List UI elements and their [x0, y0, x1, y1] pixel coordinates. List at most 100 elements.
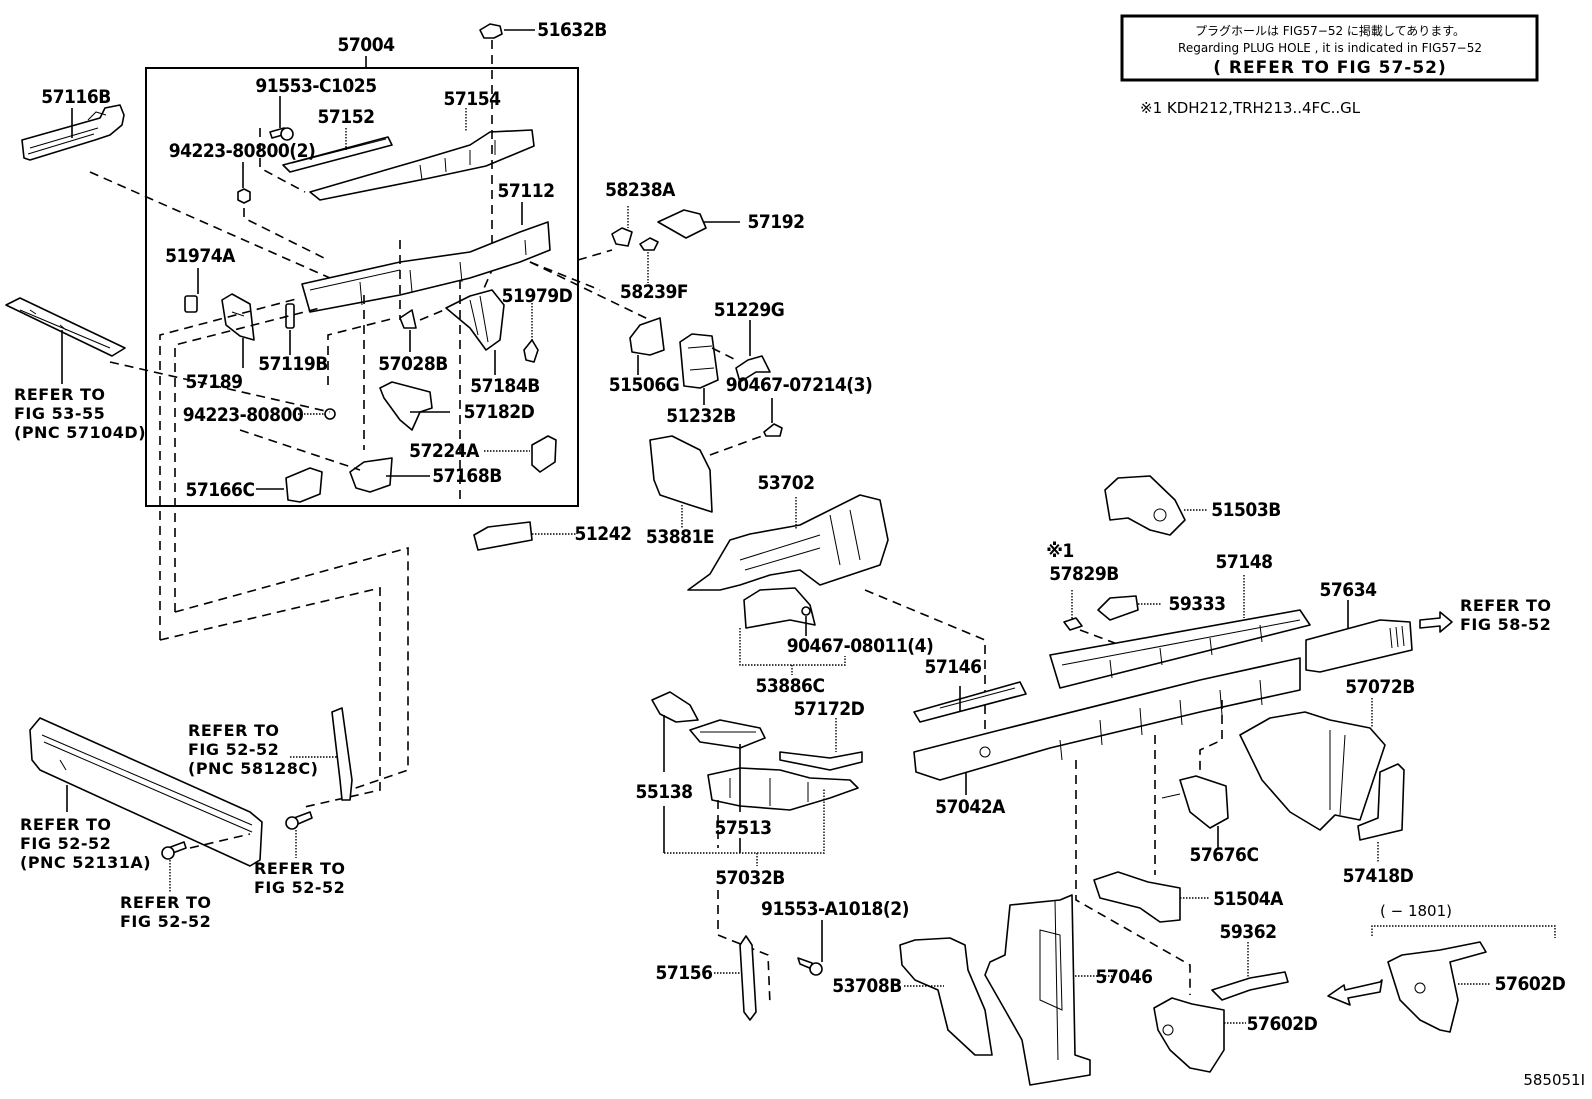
bolt-ref-a[interactable]	[285, 811, 313, 830]
label-57156[interactable]: 57156	[656, 962, 713, 984]
label-57192[interactable]: 57192	[748, 211, 805, 233]
label-57172D[interactable]: 57172D	[794, 698, 865, 720]
label-94223-80800-2[interactable]: 94223-80800(2)	[169, 140, 316, 162]
svg-text:(PNC 52131A)[interactable]: (PNC 52131A)	[20, 853, 151, 872]
svg-text:(PNC 57104D)[interactable]: (PNC 57104D)	[14, 423, 146, 442]
notice-ref[interactable]: ( REFER TO FIG 57-52)	[1213, 58, 1447, 78]
part-57152[interactable]	[282, 136, 393, 173]
svg-text:FIG 53-55[interactable]: FIG 53-55	[14, 404, 105, 423]
label-57004[interactable]: 57004	[338, 34, 396, 56]
label-51979D[interactable]: 51979D	[502, 285, 573, 307]
label-57602D-lower[interactable]: 57602D	[1247, 1013, 1318, 1035]
label-57168B[interactable]: 57168B	[432, 465, 502, 487]
label-58238A[interactable]: 58238A	[605, 179, 676, 201]
part-57028B[interactable]	[399, 309, 417, 329]
part-57676C[interactable]	[1161, 775, 1229, 829]
part-57602D-lower[interactable]	[1153, 997, 1225, 1073]
label-53708B[interactable]: 53708B	[832, 975, 902, 997]
part-53881E[interactable]	[649, 435, 713, 513]
part-57189[interactable]	[221, 293, 255, 341]
label-57166C[interactable]: 57166C	[185, 479, 255, 501]
label-91553-A1018-2[interactable]: 91553-A1018(2)	[761, 898, 909, 920]
svg-text:FIG 52-52[interactable]: FIG 52-52	[254, 878, 345, 897]
label-51232B[interactable]: 51232B	[666, 405, 736, 427]
part-57032B-frame[interactable]	[707, 767, 859, 811]
reference-fig-58-52[interactable]: REFER TO FIG 58-52	[1460, 596, 1552, 634]
label-57182D[interactable]: 57182D	[464, 401, 535, 423]
part-57148[interactable]	[1049, 609, 1311, 689]
label-57418D[interactable]: 57418D	[1343, 865, 1414, 887]
part-57166C[interactable]	[285, 467, 323, 503]
label-59333[interactable]: 59333	[1169, 593, 1226, 615]
label-57028B[interactable]: 57028B	[378, 353, 448, 375]
svg-text:FIG 52-52[interactable]: FIG 52-52	[188, 740, 279, 759]
label-57148[interactable]: 57148	[1216, 551, 1273, 573]
part-51506G[interactable]	[629, 317, 665, 356]
part-58238A[interactable]	[611, 227, 633, 247]
part-57184B[interactable]	[445, 289, 505, 351]
label-51242[interactable]: 51242	[575, 523, 632, 545]
label-55138[interactable]: 55138	[636, 781, 693, 803]
reference-fig-52-52-bolt-a[interactable]: REFER TO FIG 52-52	[254, 859, 346, 897]
part-57146[interactable]	[913, 681, 1027, 723]
svg-text:REFER TO[interactable]: REFER TO	[254, 859, 346, 878]
svg-text:REFER TO[interactable]: REFER TO	[1460, 596, 1552, 615]
label-57634[interactable]: 57634	[1320, 579, 1378, 601]
part-51229G[interactable]	[735, 355, 771, 383]
label-51229G[interactable]: 51229G	[714, 299, 785, 321]
label-53702[interactable]: 53702	[758, 472, 815, 494]
part-58239F[interactable]	[639, 237, 659, 251]
part-94223-80800-nut[interactable]	[237, 188, 251, 204]
part-90467-08011-clip[interactable]	[801, 606, 811, 616]
part-57172D[interactable]	[779, 751, 863, 771]
label-57032B[interactable]: 57032B	[715, 867, 785, 889]
part-51974A[interactable]	[184, 295, 198, 313]
svg-text:REFER TO[interactable]: REFER TO	[120, 893, 212, 912]
part-57182D[interactable]	[379, 381, 433, 431]
svg-text:(PNC 58128C)[interactable]: (PNC 58128C)	[188, 759, 318, 778]
reference-fig-52-52-bolt-b[interactable]: REFER TO FIG 52-52	[120, 893, 212, 931]
reference-fig-52-52-pnc-58128c[interactable]: REFER TO FIG 52-52 (PNC 58128C)	[188, 721, 318, 778]
reference-fig-53-55[interactable]: REFER TO FIG 53-55 (PNC 57104D)	[14, 385, 146, 442]
svg-text:FIG 52-52[interactable]: FIG 52-52	[20, 834, 111, 853]
label-53886C[interactable]: 53886C	[755, 675, 825, 697]
label-57116B[interactable]: 57116B	[41, 86, 111, 108]
part-57513[interactable]	[689, 719, 766, 749]
label-57146[interactable]: 57146	[925, 656, 982, 678]
part-57046[interactable]	[984, 894, 1091, 1086]
part-53702[interactable]	[687, 494, 889, 591]
part-57116B[interactable]	[21, 104, 125, 161]
svg-text:REFER TO[interactable]: REFER TO	[20, 815, 112, 834]
svg-text:REFER TO[interactable]: REFER TO	[14, 385, 106, 404]
label-90467-08011-4[interactable]: 90467-08011(4)	[787, 635, 934, 657]
part-57602D-upper[interactable]	[1387, 941, 1487, 1033]
label-51503B[interactable]: 51503B	[1211, 499, 1281, 521]
label-51504A[interactable]: 51504A	[1213, 888, 1284, 910]
part-57829B[interactable]	[1063, 617, 1083, 631]
label-57513[interactable]: 57513	[715, 817, 772, 839]
svg-text:FIG 52-52[interactable]: FIG 52-52	[120, 912, 211, 931]
part-55138[interactable]	[651, 691, 699, 723]
label-57676C[interactable]: 57676C	[1189, 844, 1259, 866]
label-57046[interactable]: 57046	[1096, 966, 1153, 988]
part-58128C-ref[interactable]	[331, 707, 353, 801]
part-59333[interactable]	[1097, 595, 1139, 621]
part-51242[interactable]	[473, 521, 533, 551]
part-57104D-ref[interactable]	[5, 297, 126, 357]
label-57189[interactable]: 57189	[186, 371, 243, 393]
svg-text:REFER TO[interactable]: REFER TO	[188, 721, 280, 740]
bolt-ref-b[interactable]	[161, 841, 187, 860]
part-91553-C1025[interactable]	[269, 127, 294, 141]
part-57168B[interactable]	[349, 457, 393, 493]
part-94223-80800-single[interactable]	[324, 408, 336, 420]
part-57418D[interactable]	[1357, 763, 1405, 841]
label-57152[interactable]: 57152	[318, 106, 375, 128]
label-53881E[interactable]: 53881E	[646, 526, 715, 548]
part-51979D[interactable]	[523, 339, 539, 363]
label-59362[interactable]: 59362	[1220, 921, 1277, 943]
part-51503B[interactable]	[1104, 475, 1186, 536]
part-90467-07214-clip[interactable]	[763, 423, 783, 437]
part-57634[interactable]	[1305, 619, 1413, 673]
reference-fig-52-52-pnc-52131a[interactable]: REFER TO FIG 52-52 (PNC 52131A)	[20, 815, 151, 872]
label-91553-C1025[interactable]: 91553-C1025	[255, 75, 377, 97]
